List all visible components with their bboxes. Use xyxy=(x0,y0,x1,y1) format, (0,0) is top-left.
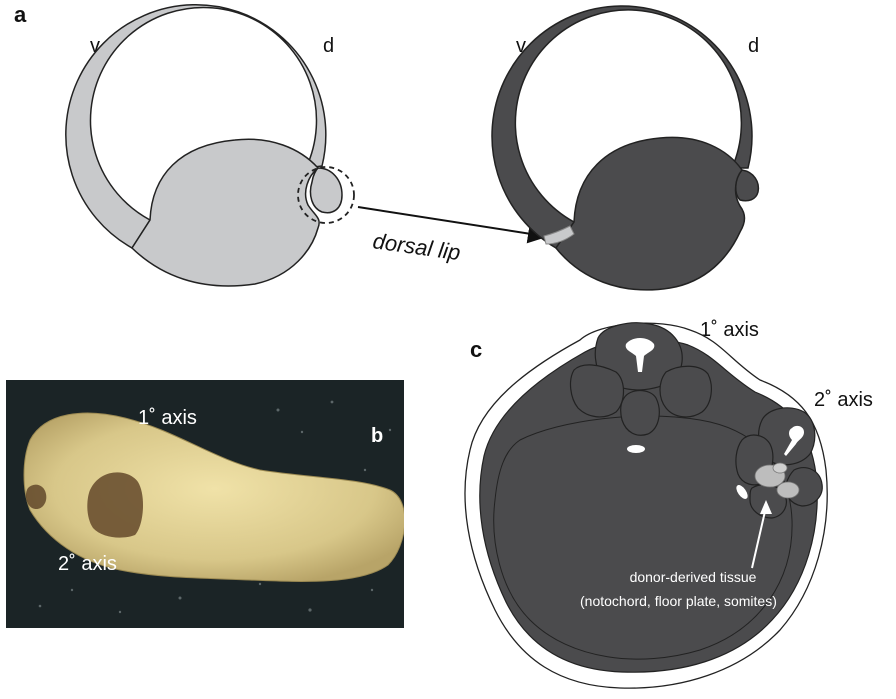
dorsal-lip-bulge xyxy=(310,168,342,213)
secondary-axis-pigment xyxy=(87,472,143,537)
cross-section-secondary-axis-label: 2˚ axis xyxy=(814,389,873,411)
donor-tissue-label: donor-derived tissue xyxy=(630,569,757,585)
right-dorsal-label: d xyxy=(748,35,759,57)
panel-b-label: b xyxy=(371,425,383,447)
host-gastrula-dark xyxy=(492,6,758,290)
panel-a-label: a xyxy=(14,2,27,27)
panel-b: 1˚ axis b 2˚ axis xyxy=(6,380,405,628)
panel-c-label: c xyxy=(470,337,482,362)
donor-somite xyxy=(777,482,799,498)
donor-tissue-detail: (notochord, floor plate, somites) xyxy=(580,593,777,609)
host-gastrula-light xyxy=(66,5,354,286)
endoderm-mass xyxy=(132,139,319,286)
primary-somite-left xyxy=(571,365,624,417)
photo-primary-axis-label: 1˚ axis xyxy=(138,407,197,429)
dorsal-lip-arrow-label: dorsal lip xyxy=(371,228,462,265)
donor-floor-plate xyxy=(773,463,787,473)
cross-section-primary-axis-label: 1˚ axis xyxy=(700,319,759,341)
left-dorsal-label: d xyxy=(323,35,334,57)
endoderm-mass-dark xyxy=(556,137,745,290)
panel-c: c 1˚ axis 2˚ axis xyxy=(465,319,873,688)
host-dorsal-lip xyxy=(736,170,759,201)
primary-gut-slit xyxy=(627,445,645,453)
primary-notochord xyxy=(621,391,660,436)
photo-secondary-axis-label: 2˚ axis xyxy=(58,553,117,575)
primary-somite-right xyxy=(660,366,711,417)
panel-a: a v d v d dorsal lip xyxy=(14,2,759,290)
